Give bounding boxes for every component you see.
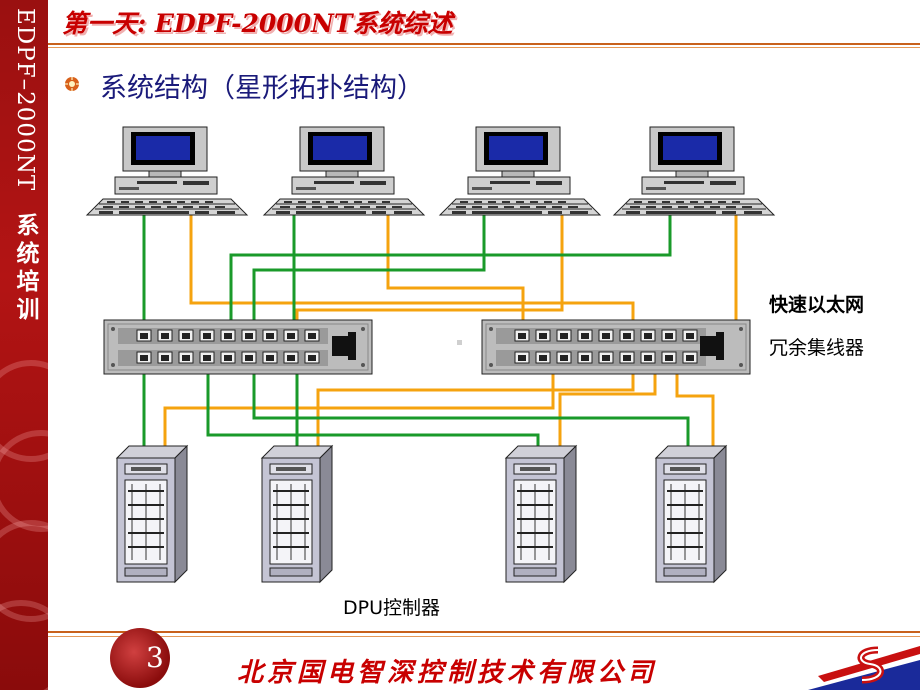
- ethernet-hub-b: [481, 319, 751, 375]
- header-divider-thin: [48, 47, 920, 48]
- ethernet-hub-a: [103, 319, 373, 375]
- dpu-cabinet: [116, 445, 188, 583]
- dpu-cabinet: [655, 445, 727, 583]
- footer-divider-thin: [48, 636, 920, 637]
- side-title-cn: 系统培训: [12, 213, 39, 326]
- dpu-controller-label: DPU控制器: [343, 597, 440, 619]
- flower-bullet-icon: [65, 77, 79, 91]
- fast-ethernet-label: 快速以太网: [769, 294, 865, 316]
- company-name: 北京国电智深控制技术有限公司: [237, 658, 658, 688]
- green-cable-pc3: [252, 213, 486, 332]
- side-title: EDPF–2000NT 系统培训: [6, 8, 42, 325]
- page-number: 3: [146, 641, 164, 674]
- company-logo-icon: [808, 646, 920, 690]
- operator-workstation: [613, 126, 775, 216]
- side-band: EDPF–2000NT 系统培训: [0, 0, 48, 690]
- green-network-cables: [142, 213, 690, 452]
- green-cable-dpu3: [206, 362, 540, 452]
- orange-cable-dpu2: [316, 362, 635, 452]
- section-heading: 系统结构（星形拓扑结构）: [68, 66, 424, 105]
- orange-cable-dpu1: [163, 362, 555, 452]
- footer-divider: [48, 631, 920, 633]
- green-cable-pc4: [229, 213, 672, 332]
- page-title: 第一天: EDPF-2000NT系统综述: [62, 9, 453, 38]
- dpu-cabinet: [261, 445, 333, 583]
- center-marker: [457, 340, 462, 345]
- dpu-cabinet: [505, 445, 577, 583]
- header-divider: [48, 43, 920, 45]
- orange-cable-pc4: [631, 213, 738, 332]
- orange-cable-pc1: [189, 213, 635, 332]
- page-number-badge: [110, 628, 170, 688]
- operator-workstation: [263, 126, 425, 216]
- orange-cable-dpu3: [558, 362, 657, 452]
- section-heading-text: 系统结构（星形拓扑结构）: [100, 73, 424, 104]
- operator-workstation: [86, 126, 248, 216]
- green-cable-dpu4: [252, 362, 690, 452]
- orange-cable-pc2: [386, 213, 525, 332]
- redundant-hub-label: 冗余集线器: [769, 337, 865, 359]
- operator-workstation: [439, 126, 601, 216]
- side-title-en: EDPF–2000NT: [12, 8, 38, 192]
- orange-cable-dpu4: [675, 362, 715, 452]
